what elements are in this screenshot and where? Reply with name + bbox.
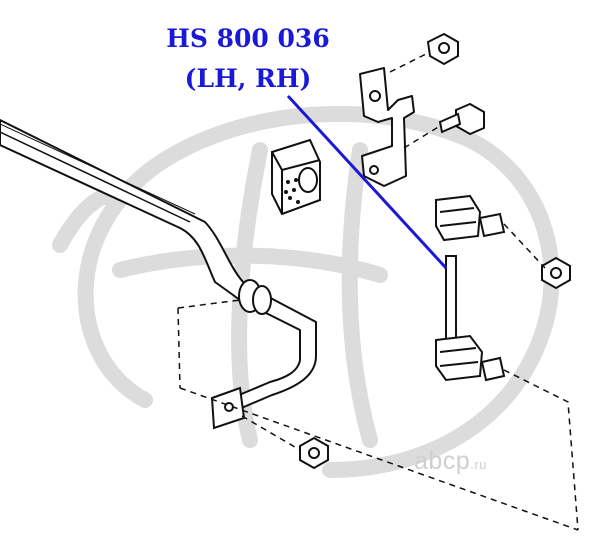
side-label: (LH, RH) xyxy=(184,64,312,93)
callout-leader xyxy=(286,94,448,270)
nut-icon xyxy=(541,256,571,290)
bushing-icon xyxy=(271,138,321,216)
assembly-leader-lines xyxy=(177,51,579,531)
watermark-text: abcp.ru xyxy=(414,447,487,476)
nut-icon xyxy=(299,436,329,470)
stabilizer-link-icon xyxy=(435,194,506,382)
bracket-icon xyxy=(359,67,415,187)
watermark-brand: abcp xyxy=(414,447,471,475)
nut-icon xyxy=(426,32,459,66)
bar-clamp-icon xyxy=(238,279,272,315)
bolt-icon xyxy=(438,102,485,136)
part-number-label: HS 800 036 xyxy=(166,24,330,53)
watermark-tld: .ru xyxy=(470,457,487,472)
